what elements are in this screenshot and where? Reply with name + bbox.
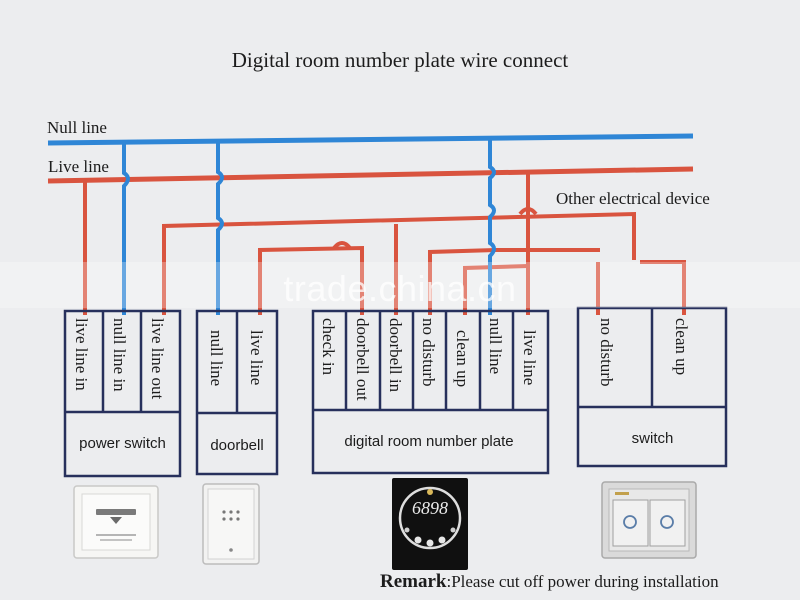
plate-label: digital room number plate: [344, 433, 514, 450]
live-branches: [83, 171, 686, 315]
live-hops: [332, 207, 538, 250]
other-device-label: Other electrical device: [556, 189, 710, 208]
terminal-label: clean up: [453, 330, 472, 388]
null-line-label: Null line: [47, 118, 107, 137]
plate-device: [392, 478, 468, 570]
remark-text: :Please cut off power during installatio…: [446, 572, 719, 591]
terminal-label: clean up: [672, 318, 691, 376]
terminal-label: null line: [207, 330, 226, 387]
terminal-label: live line in: [72, 318, 91, 391]
live-line-bus: [47, 166, 694, 184]
terminal-label: live line: [247, 330, 266, 386]
live-line-label: Live line: [48, 157, 109, 176]
power-switch-device: [73, 485, 159, 559]
null-branches: [122, 138, 496, 315]
power-switch-box: [63, 309, 182, 478]
terminal-label: live line: [520, 330, 539, 386]
diagram-title: Digital room number plate wire connect: [231, 48, 569, 72]
terminal-label: no disturb: [419, 318, 438, 387]
terminal-label: check in: [319, 318, 338, 376]
terminal-label: live line out: [148, 318, 167, 400]
plate-box: [311, 309, 550, 475]
doorbell-device: [202, 483, 260, 565]
doorbell-label: doorbell: [210, 437, 264, 454]
terminal-boxes: [63, 306, 728, 478]
power-switch-label: power switch: [79, 435, 166, 452]
switch-label: switch: [631, 430, 674, 447]
remark: Remark:Please cut off power during insta…: [380, 571, 719, 593]
watermark: trade.china.cn: [283, 268, 517, 309]
null-line-bus: [47, 133, 694, 146]
terminal-label: doorbell out: [353, 318, 372, 401]
switch-device: [601, 481, 697, 559]
terminal-label: null line in: [110, 318, 129, 392]
terminal-label: no disturb: [597, 318, 616, 387]
plate-display: 6898: [412, 498, 448, 518]
terminal-label: doorbell in: [386, 318, 405, 393]
remark-label: Remark: [380, 571, 447, 592]
watermark-band: [0, 262, 800, 308]
terminal-label: null line: [486, 318, 505, 375]
